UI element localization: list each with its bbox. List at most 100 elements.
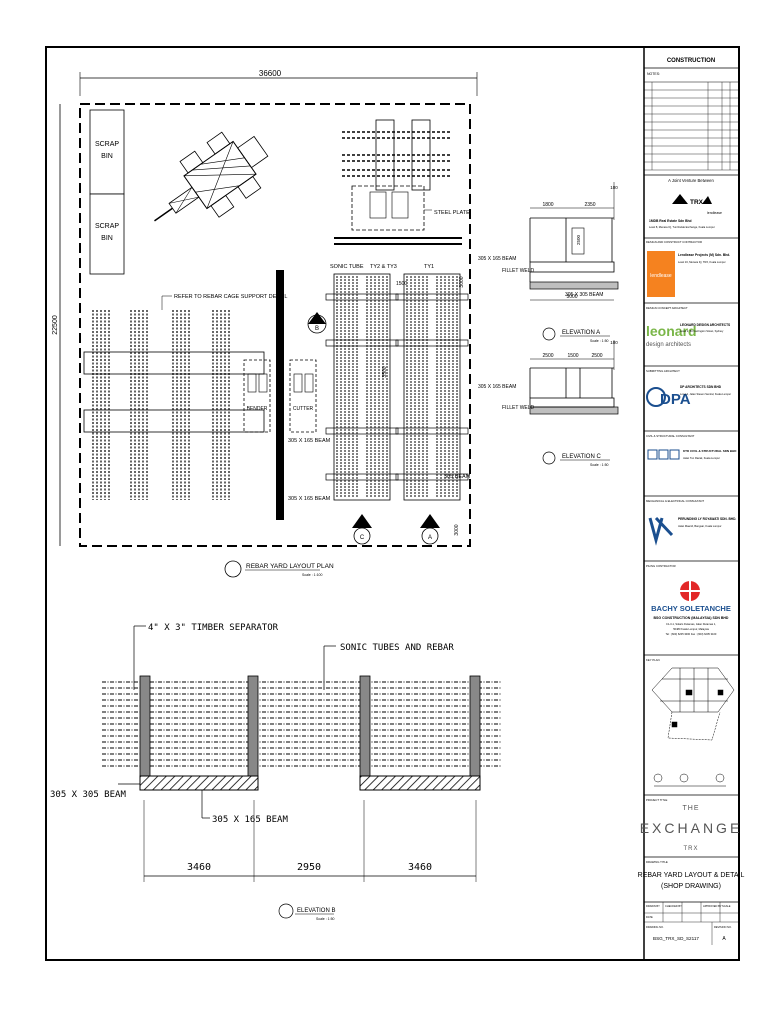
mech-label: MECHANICAL & ELECTRICAL CONSULTANT: [646, 499, 704, 503]
cutter-divider: [276, 270, 284, 520]
cutter-label: CUTTER: [293, 406, 314, 412]
scrap-bin-2-label-2: BIN: [101, 235, 113, 242]
elev-a-dim-2350: 2350: [584, 202, 595, 208]
revision-label: REVISION NO.: [714, 925, 732, 929]
elev-b-dim-2: 2950: [297, 862, 321, 873]
piling-label: PILING CONTRACTOR: [646, 564, 676, 568]
overall-width-dim: 36600: [259, 69, 282, 78]
cutter-area: [289, 359, 317, 433]
dpa-address: Lot 2-2, Jalan Stesen Sentral, Kuala Lum…: [680, 392, 731, 396]
timber-separator-4: [469, 675, 481, 777]
elev-a-title: ELEVATION A: [562, 330, 600, 336]
leonard-logo: leonard: [646, 323, 697, 339]
bachy-logo: BACHY SOLETANCHE: [651, 604, 731, 613]
section-marker-a: A: [420, 514, 440, 545]
architect-label: DESIGN CONCEPT ARCHITECT: [646, 306, 688, 310]
date-label: DATE: [646, 915, 653, 919]
rv-address: Jalan Maarof, Bangsar, Kuala Lumpur: [678, 524, 722, 528]
sonic-tube-rack-ty2-ty3: [325, 273, 399, 501]
elev-b-beam-165-label: 305 X 165 BEAM: [212, 815, 288, 825]
notes-label: NOTES:: [647, 72, 660, 76]
dev-address: Level 16, Menara IQ, TRX, Kuala Lumpur: [678, 260, 726, 264]
lendlease-logo-text: lendlease: [650, 273, 672, 279]
elev-a-fillet: FILLET WELD: [502, 268, 535, 274]
dim-1500: 1500: [396, 281, 407, 287]
ktd-logo-k: [647, 449, 658, 460]
scale-label: SCALE: [722, 904, 731, 908]
bender-area: [243, 359, 271, 433]
elev-b-dim-3: 3460: [408, 862, 432, 873]
elevation-a: 1800 2350 100 2500 5000 305 X 165 BEAM F…: [478, 182, 619, 343]
scrap-bin-1-label: SCRAP: [95, 141, 119, 148]
lendlease-small-logo: lendlease: [707, 211, 722, 215]
elev-a-dim-2500: 2500: [576, 234, 581, 245]
revision-no: A: [722, 936, 726, 942]
elev-b-scale: Scale : 1:50: [316, 917, 335, 921]
bsg-address-1: C1-3-1, Solaris Dutamas, Jalan Dutamas 1…: [666, 622, 716, 626]
lendlease-logo: [647, 251, 675, 297]
civil-label: CIVIL & STRUCTURAL CONSULTANT: [646, 434, 695, 438]
timber-separator-label: 4" X 3" TIMBER SEPARATOR: [148, 623, 279, 633]
checked-by-label: CHECKED BY: [665, 904, 682, 908]
drawn-by-label: DRAWN BY: [646, 904, 660, 908]
elev-b-dim-1: 3460: [187, 862, 211, 873]
ktd-logo-d: [669, 449, 680, 460]
dim-3500: 3500: [382, 366, 388, 377]
drawing-no: BSG_TRX_SD_S2117: [653, 936, 699, 941]
drawing-title-label: DRAWING TITLE: [646, 860, 668, 864]
bender-label: BENDER: [247, 406, 268, 412]
title-block: CONSTRUCTION NOTES: A Joint Venture Betw…: [638, 58, 744, 945]
elev-c-fillet: FILLET WELD: [502, 405, 535, 411]
project-exchange: EXCHANGE: [640, 820, 743, 836]
rebar-yard-layout-plan: 36600 22500 SCRAP BIN SCRAP BIN: [52, 69, 478, 578]
approved-by-label: APPROVED BY: [703, 904, 722, 908]
scrap-bin-2-label: SCRAP: [95, 223, 119, 230]
elev-b-beam-right: [359, 775, 481, 791]
elev-c-title: ELEVATION C: [562, 454, 601, 460]
project-label: PROJECT TITLE: [646, 798, 667, 802]
dpa-logo-mark: [646, 387, 666, 407]
sonic-group-b-label: TY1: [424, 264, 434, 270]
elev-a-beam-top: 305 X 165 BEAM: [478, 256, 516, 262]
dim-3000-bottom: 3000: [454, 524, 460, 535]
steel-plate-label: STEEL PLATE: [434, 210, 470, 216]
sonic-tube-label: SONIC TUBE: [330, 264, 364, 270]
keyplan-label: KEY PLAN: [646, 658, 660, 662]
bsg-tel: Tel : (603) 6205 3000 Fax : (603) 6205 3…: [666, 632, 717, 636]
rv-logo: [648, 516, 674, 546]
section-marker-c-label: C: [360, 535, 365, 541]
elevation-c: 2500 1500 2500 100 305 X 165 BEAM FILLET…: [478, 340, 619, 467]
status-construction: CONSTRUCTION: [667, 58, 715, 64]
sonic-tube-rack-ty1: [395, 273, 469, 501]
sonic-group-a-label: TY2 & TY3: [370, 264, 397, 270]
ktd-name: KTD CIVIL & STRUCTURAL SDN BHD: [683, 449, 737, 453]
elev-a-dim-1800: 1800: [542, 202, 553, 208]
rv-name: PERUNDING LY ROYAWATI SDN. BHD.: [678, 517, 736, 521]
elevation-b: 4" X 3" TIMBER SEPARATOR SONIC TUBES AND…: [50, 623, 502, 921]
leonard-address: Level 2, 50 Carrington Street, Sydney: [680, 329, 724, 333]
scrap-bin-1-label-2: BIN: [101, 153, 113, 160]
sonic-tubes-label: SONIC TUBES AND REBAR: [340, 643, 454, 653]
yard-boundary: [79, 103, 471, 547]
elev-c-dim-1500: 1500: [567, 353, 578, 359]
plan-scale: Scale : 1:100: [302, 573, 322, 577]
dpa-name: DP ARCHITECTS SDN BHD: [680, 385, 722, 389]
elev-b-beam-left: [139, 775, 259, 791]
elev-c-scale: Scale : 1:50: [590, 463, 609, 467]
elev-a-scale: Scale : 1:50: [590, 339, 609, 343]
section-marker-a-label: A: [428, 535, 432, 541]
bsg-name: BSG CONSTRUCTION (MALAYSIA) SDN BHD: [654, 616, 729, 620]
timber-separator-1: [139, 675, 151, 777]
plan-beam-305-right-label: 305 BEAM: [444, 474, 471, 480]
scrap-bin-1: [89, 109, 125, 195]
elev-b-title: ELEVATION B: [297, 908, 335, 914]
timber-separator-2: [247, 675, 259, 777]
submitting-label: SUBMITTING ARCHITECT: [646, 369, 680, 373]
timber-separator-3: [359, 675, 371, 777]
leonard-sub: design architects: [646, 342, 691, 348]
dev-label: DESIGN AND CONSTRUCT CONTRACTOR: [646, 240, 702, 244]
ktd-address: Jalan Tun Razak, Kuala Lumpur: [683, 456, 720, 460]
plan-title: REBAR YARD LAYOUT PLAN: [246, 563, 334, 570]
